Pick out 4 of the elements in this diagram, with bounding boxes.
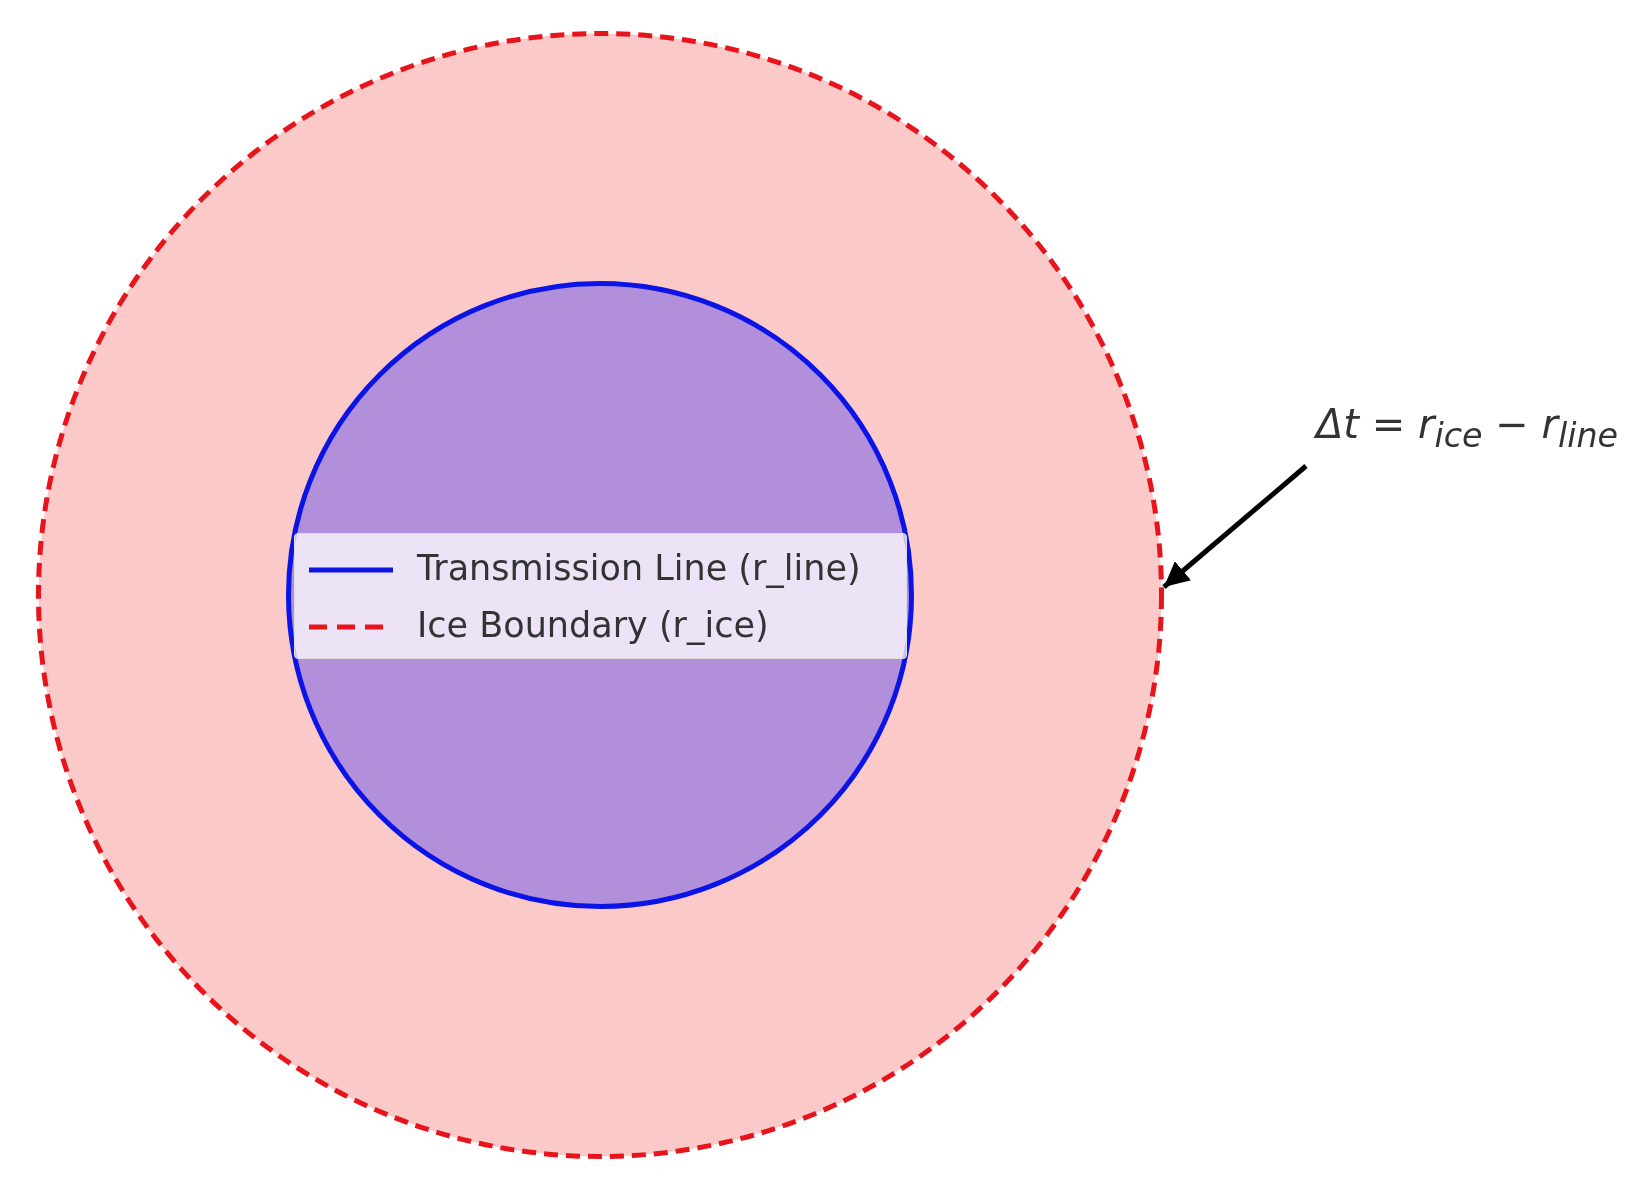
legend-label: Transmission Line (r_line) [417,548,861,588]
legend-label: Ice Boundary (r_ice) [417,605,769,645]
ice-layer-circle [36,31,1164,1159]
arrow [1162,464,1308,589]
